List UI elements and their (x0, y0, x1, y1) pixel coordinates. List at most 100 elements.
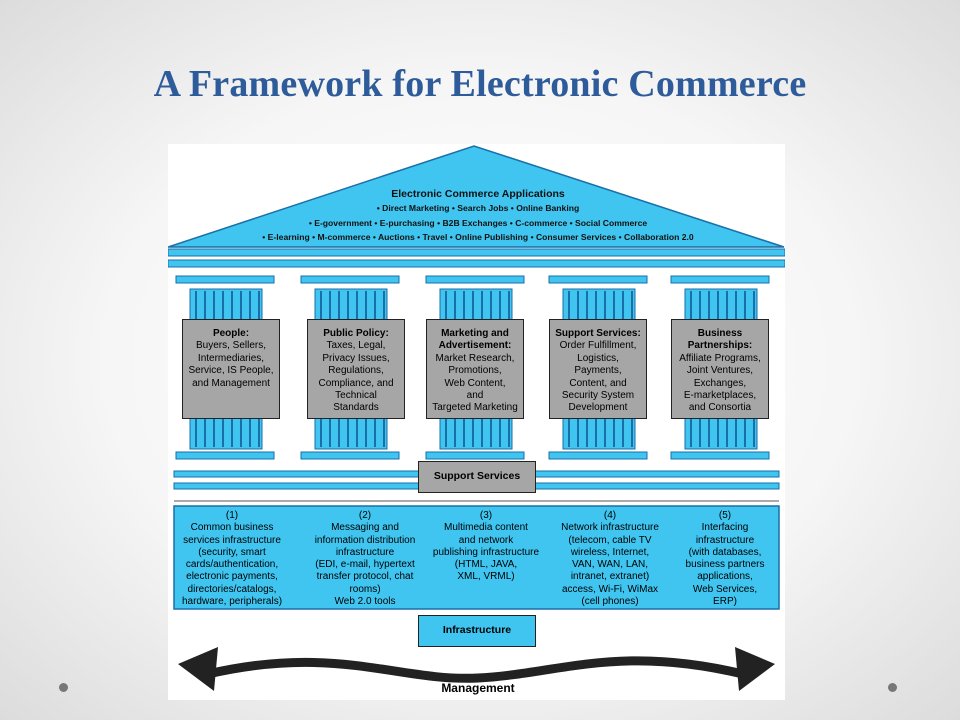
roof-beam (168, 248, 785, 257)
infra-line: and network (458, 534, 514, 546)
pillar-public-policy: Public Policy: Taxes, Legal, Privacy Iss… (307, 319, 405, 419)
pillar-line: Service, IS People, (188, 365, 274, 377)
pillar-line: Web Content, (444, 377, 506, 389)
slide-corner-dot-left (59, 683, 68, 692)
pillar-line: Standards (333, 402, 379, 414)
infra-line: (with databases, (688, 546, 762, 558)
pillar-line: Content, and (569, 377, 627, 389)
column-capital (425, 275, 525, 284)
column-capital (300, 275, 400, 284)
pillar-heading: Business Partnerships: (687, 328, 753, 352)
infra-line: publishing infrastructure (432, 546, 540, 558)
management-arrow-head-right (735, 647, 775, 691)
infra-number: (2) (358, 510, 372, 521)
pillar-line: Buyers, Sellers, (195, 340, 267, 352)
slide-corner-dot-right (888, 683, 897, 692)
pillar-heading: People: (212, 328, 250, 339)
infra-line: Interfacing (701, 522, 749, 534)
infra-line: rooms) (349, 583, 381, 595)
infra-line: (cell phones) (581, 596, 639, 608)
column-capital (175, 275, 275, 284)
column-capital (548, 275, 648, 284)
infra-line: (EDI, e-mail, hypertext (315, 559, 415, 571)
infra-line: access, Wi-Fi, WiMax (561, 583, 659, 595)
infra-number: (1) (225, 510, 239, 521)
column-capital (670, 275, 770, 284)
pillar-support-services: Support Services: Order Fulfillment, Log… (549, 319, 647, 419)
pillar-line: Compliance, and (318, 377, 394, 389)
pillar-heading: Marketing and Advertisement: (438, 328, 512, 352)
column-base (300, 451, 400, 460)
infra-line: intranet, extranet) (570, 571, 650, 583)
infra-line: electronic payments, (186, 571, 278, 583)
infra-line: Messaging and (331, 522, 399, 534)
pillar-line: Taxes, Legal, (326, 340, 386, 352)
infra-line: infrastructure (695, 534, 755, 546)
infrastructure-label-box: Infrastructure (418, 615, 536, 647)
pillar-heading: Public Policy: (323, 328, 389, 339)
infra-line: directories/catalogs, (187, 583, 277, 595)
pillar-line: Affiliate Programs, (679, 352, 761, 364)
ecommerce-framework-diagram: Electronic Commerce Applications • Direc… (168, 144, 785, 700)
infra-number: (3) (479, 510, 493, 521)
pillar-line: and Consortia (688, 402, 752, 414)
pillar-line: Development (568, 402, 628, 414)
column-base (670, 451, 770, 460)
column-base (425, 451, 525, 460)
infra-line: Multimedia content (444, 522, 528, 534)
pillar-line: and (466, 390, 484, 402)
pillar-line: Targeted Marketing (432, 402, 518, 414)
infra-number: (5) (718, 510, 732, 521)
infra-line: cards/authentication, (185, 559, 279, 571)
roof-triangle (168, 145, 785, 248)
infra-line: XML, VRML) (457, 571, 515, 583)
pillar-line: Market Research, (435, 352, 515, 364)
pillar-line: Security System (561, 390, 635, 402)
infrastructure-column-3: (3) Multimedia content and network publi… (424, 510, 548, 584)
pillar-line: Intermediaries, (197, 352, 265, 364)
pillar-line: Order Fulfillment, (559, 340, 637, 352)
infrastructure-band (173, 505, 780, 610)
roof-line-3: • E-learning • M-commerce • Auctions • T… (262, 232, 694, 242)
pillar-line: Payments, (574, 365, 622, 377)
pillar-heading: Support Services: (555, 328, 641, 339)
infrastructure-column-1: (1) Common business services infrastruct… (170, 510, 294, 608)
pillar-line: Exchanges, (693, 377, 747, 389)
roof-line-1: • Direct Marketing • Search Jobs • Onlin… (376, 203, 580, 213)
infra-line: infrastructure (335, 546, 395, 558)
infrastructure-column-5: (5) Interfacing infrastructure (with dat… (673, 510, 777, 608)
infra-line: Network infrastructure (561, 522, 659, 534)
infra-line: VAN, WAN, LAN, (571, 559, 649, 571)
infra-line: (security, smart (198, 546, 266, 558)
infra-line: ERP) (713, 596, 737, 608)
pillar-line: Logistics, (577, 352, 619, 364)
infra-line: Web 2.0 tools (334, 596, 396, 608)
pillar-line: E-marketplaces, (683, 390, 757, 402)
infra-line: applications, (697, 571, 753, 583)
infrastructure-column-4: (4) Network infrastructure (telecom, cab… (548, 510, 672, 608)
management-arrow-head-left (178, 647, 218, 691)
column-base (175, 451, 275, 460)
infra-number: (4) (603, 510, 617, 521)
pillar-line: Promotions, (448, 365, 502, 377)
infra-line: services infrastructure (183, 534, 281, 546)
infra-line: transfer protocol, chat (316, 571, 414, 583)
column-base (548, 451, 648, 460)
management-arrow-body (206, 656, 745, 683)
infrastructure-column-2: (2) Messaging and information distributi… (302, 510, 428, 608)
infra-line: (HTML, JAVA, (454, 559, 518, 571)
infra-line: hardware, peripherals) (181, 596, 283, 608)
pillar-business-partnerships: Business Partnerships: Affiliate Program… (671, 319, 769, 419)
management-label: Management (441, 681, 515, 695)
infra-line: Web Services, (692, 583, 758, 595)
infra-line: Common business (190, 522, 274, 534)
infra-line: business partners (685, 559, 765, 571)
pillar-line: and Management (192, 377, 270, 389)
roof-title: Electronic Commerce Applications (391, 188, 565, 200)
pillar-marketing: Marketing and Advertisement: Market Rese… (426, 319, 524, 419)
pillar-line: Regulations, (328, 365, 384, 377)
infra-line: information distribution (314, 534, 416, 546)
pillar-people: People: Buyers, Sellers, Intermediaries,… (182, 319, 280, 419)
pillar-line: Technical (335, 390, 377, 402)
roof-beam (168, 259, 785, 268)
